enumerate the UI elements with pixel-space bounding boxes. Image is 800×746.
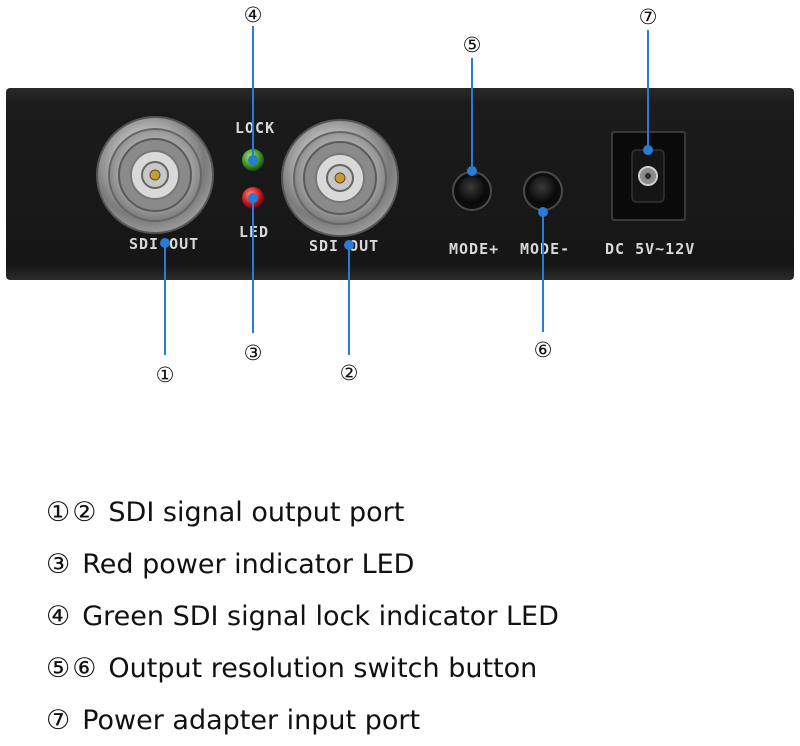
callout-6: ⑥ (534, 338, 553, 362)
callout-7: ⑦ (639, 5, 658, 29)
lock-label: LOCK (235, 119, 275, 137)
device-chassis (6, 88, 794, 280)
legend: ①② SDI signal output port ③ Red power in… (46, 486, 786, 746)
mode-minus-button[interactable] (523, 171, 563, 211)
legend-number: ④ (46, 600, 73, 632)
legend-number: ①② (46, 496, 99, 528)
callout-5: ⑤ (463, 33, 482, 57)
legend-item-power-led: ③ Red power indicator LED (46, 538, 786, 590)
sdi-out-label-2: SDI OUT (309, 237, 379, 255)
callout-lines (160, 26, 653, 355)
legend-text: SDI signal output port (108, 496, 405, 528)
legend-text: Output resolution switch button (108, 652, 538, 684)
callout-4: ④ (244, 3, 263, 27)
legend-item-mode-buttons: ⑤⑥ Output resolution switch button (46, 642, 786, 694)
dc-power-input-jack (611, 131, 686, 221)
legend-item-sdi-output: ①② SDI signal output port (46, 486, 786, 538)
mode-plus-label: MODE+ (449, 240, 499, 258)
mode-plus-button[interactable] (452, 171, 492, 211)
device-front-panel-diagram: LOCK LED SDI OUT SDI OUT MODE+ MODE- DC … (6, 3, 794, 387)
legend-number: ③ (46, 548, 73, 580)
legend-item-power-input: ⑦ Power adapter input port (46, 694, 786, 746)
legend-number: ⑤⑥ (46, 652, 99, 684)
legend-text: Red power indicator LED (82, 548, 415, 580)
mode-minus-label: MODE- (520, 240, 570, 258)
legend-text: Power adapter input port (82, 704, 421, 736)
callout-2: ② (340, 361, 359, 385)
led-label: LED (239, 223, 269, 241)
callout-3: ③ (244, 341, 263, 365)
callout-1: ① (156, 363, 175, 387)
legend-text: Green SDI signal lock indicator LED (82, 600, 559, 632)
legend-item-lock-led: ④ Green SDI signal lock indicator LED (46, 590, 786, 642)
sdi-out-connector-2 (281, 119, 399, 237)
sdi-out-connector-1 (96, 116, 214, 234)
legend-number: ⑦ (46, 704, 73, 736)
dc-input-label: DC 5V~12V (605, 240, 695, 258)
